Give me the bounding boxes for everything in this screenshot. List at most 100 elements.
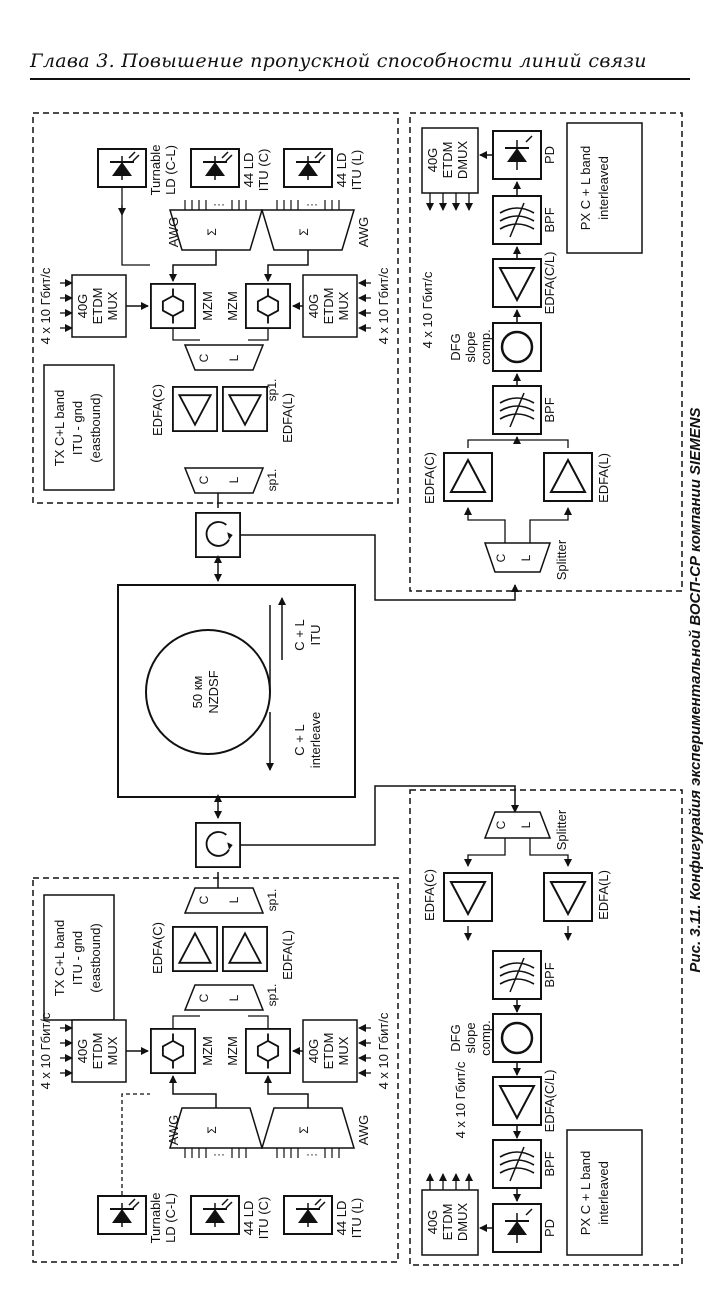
rx-top-edfa-l-icon bbox=[543, 451, 593, 503]
svg-text:ITU - gnd: ITU - gnd bbox=[70, 931, 85, 985]
svg-text:sp1.: sp1. bbox=[265, 984, 279, 1007]
svg-text:AWG: AWG bbox=[356, 1115, 371, 1146]
tx-bottom-sp1-2 bbox=[183, 984, 265, 1011]
tx-bottom-frame bbox=[32, 877, 399, 1263]
rx-bottom-bpf2-icon bbox=[492, 1139, 542, 1189]
rx-top-title-box bbox=[566, 122, 643, 254]
svg-text:PD: PD bbox=[542, 146, 557, 164]
svg-text:MZM: MZM bbox=[200, 291, 215, 321]
svg-text:Σ: Σ bbox=[205, 1126, 219, 1133]
svg-text:L: L bbox=[227, 994, 241, 1001]
svg-text:comp.: comp. bbox=[478, 329, 493, 364]
svg-text:sp1.: sp1. bbox=[265, 379, 279, 402]
svg-text:Σ: Σ bbox=[297, 228, 311, 235]
svg-text:ITU (L): ITU (L) bbox=[349, 150, 364, 190]
fiber-label-2: NZDSF bbox=[206, 670, 221, 713]
svg-text:4 x 10 Гбит/с: 4 x 10 Гбит/с bbox=[420, 271, 435, 348]
svg-text:···: ··· bbox=[306, 197, 318, 211]
svg-text:C: C bbox=[494, 553, 508, 562]
tx-bottom-ld-c-icon bbox=[190, 1195, 240, 1235]
tx-bottom-sp1-1 bbox=[183, 887, 265, 914]
svg-text:Σ: Σ bbox=[205, 228, 219, 235]
svg-text:MZM: MZM bbox=[225, 1036, 240, 1066]
tx-top-ld-l-icon bbox=[283, 148, 333, 188]
rx-bottom-edfa-cl-icon bbox=[492, 1076, 542, 1126]
svg-text:44 LD: 44 LD bbox=[334, 1201, 349, 1236]
tx-top-mzm-1-icon bbox=[150, 283, 196, 329]
svg-text:···: ··· bbox=[213, 1147, 225, 1161]
svg-text:Splitter: Splitter bbox=[554, 539, 569, 580]
svg-text:DFG: DFG bbox=[448, 333, 463, 360]
tx-bottom-title-box bbox=[43, 894, 115, 1021]
svg-text:EDFA(C/L): EDFA(C/L) bbox=[542, 1070, 557, 1133]
svg-text:EDFA(C): EDFA(C) bbox=[150, 384, 165, 436]
tx-top-title-2: ITU - gnd bbox=[70, 401, 85, 455]
svg-text:···: ··· bbox=[213, 197, 225, 211]
fiber-label-1: 50 км bbox=[190, 676, 205, 709]
rx-bottom-dfg-icon bbox=[492, 1013, 542, 1063]
rx-bottom-dmux bbox=[421, 1189, 479, 1256]
rx-top-edfa-cl-icon bbox=[492, 258, 542, 308]
tx-top-edfa-c-icon bbox=[172, 385, 218, 433]
tx-bottom-mzm-2-icon bbox=[245, 1028, 291, 1074]
tx-top-sp1-1 bbox=[183, 344, 265, 371]
svg-text:AWG: AWG bbox=[166, 1115, 181, 1146]
dir-bottom-2: interleave bbox=[308, 712, 323, 768]
chapter-title: Глава 3. Повышение пропускной способност… bbox=[30, 50, 647, 72]
tx-top-mux-2 bbox=[302, 274, 358, 338]
svg-text:ETDM: ETDM bbox=[90, 1033, 105, 1070]
svg-text:ITU (C): ITU (C) bbox=[256, 149, 271, 192]
svg-text:LD (C-L): LD (C-L) bbox=[163, 1193, 178, 1243]
tx-top-title-box bbox=[43, 364, 115, 491]
tx-bottom-mzm-1-icon bbox=[150, 1028, 196, 1074]
rx-bottom-frame bbox=[409, 789, 683, 1266]
svg-text:slope: slope bbox=[463, 1022, 478, 1053]
tx-top-rate-2: 4 x 10 Гбит/с bbox=[376, 267, 391, 344]
svg-text:LD (C-L): LD (C-L) bbox=[163, 145, 178, 195]
svg-text:MUX: MUX bbox=[105, 291, 120, 320]
svg-text:interleaved: interleaved bbox=[596, 1161, 611, 1225]
svg-text:L: L bbox=[227, 476, 241, 483]
tx-bottom-edfa-c-icon bbox=[172, 925, 218, 973]
rx-top-bpf2-icon bbox=[492, 385, 542, 435]
page-header: Глава 3. Повышение пропускной способност… bbox=[0, 0, 719, 80]
svg-text:AWG: AWG bbox=[166, 217, 181, 248]
tx-bottom-ld-tunable-icon bbox=[97, 1195, 147, 1235]
svg-text:4 x 10 Гбит/с: 4 x 10 Гбит/с bbox=[453, 1061, 468, 1138]
svg-text:Turnable: Turnable bbox=[148, 145, 163, 196]
svg-text:EDFA(C): EDFA(C) bbox=[150, 922, 165, 974]
svg-text:comp.: comp. bbox=[478, 1020, 493, 1055]
svg-text:ITU (C): ITU (C) bbox=[256, 1197, 271, 1240]
tx-top-mzm-2-icon bbox=[245, 283, 291, 329]
svg-text:C: C bbox=[494, 820, 508, 829]
svg-text:EDFA(L): EDFA(L) bbox=[596, 453, 611, 503]
svg-text:DMUX: DMUX bbox=[455, 1203, 470, 1242]
tx-bottom-ld-l-icon bbox=[283, 1195, 333, 1235]
svg-text:MZM: MZM bbox=[200, 1036, 215, 1066]
svg-text:4 x 10 Гбит/с: 4 x 10 Гбит/с bbox=[376, 1012, 391, 1089]
svg-text:40G: 40G bbox=[306, 294, 321, 319]
rx-bottom-title-box bbox=[566, 1129, 643, 1256]
svg-text:ETDM: ETDM bbox=[321, 1033, 336, 1070]
svg-text:AWG: AWG bbox=[356, 217, 371, 248]
tx-top-sp1-2 bbox=[183, 467, 265, 494]
figure-caption: Рис. 3.11. Конфигурайия экспериментально… bbox=[687, 407, 704, 972]
svg-text:interleaved: interleaved bbox=[596, 156, 611, 220]
svg-text:EDFA(L): EDFA(L) bbox=[280, 393, 295, 443]
svg-text:C: C bbox=[197, 993, 211, 1002]
tx-top-ld-tunable-icon bbox=[97, 148, 147, 188]
rx-top-frame bbox=[409, 112, 683, 592]
svg-text:sp1.: sp1. bbox=[265, 889, 279, 912]
rx-top-dmux bbox=[421, 127, 479, 194]
svg-text:MUX: MUX bbox=[105, 1036, 120, 1065]
tx-top-mux-1 bbox=[71, 274, 127, 338]
svg-text:40G: 40G bbox=[75, 294, 90, 319]
svg-text:ITU (L): ITU (L) bbox=[349, 1198, 364, 1238]
svg-text:ETDM: ETDM bbox=[440, 142, 455, 179]
svg-text:ETDM: ETDM bbox=[321, 288, 336, 325]
rx-top-bpf-icon bbox=[492, 195, 542, 245]
svg-text:PD: PD bbox=[542, 1219, 557, 1237]
svg-text:Turnable: Turnable bbox=[148, 1193, 163, 1244]
tx-bottom-edfa-l-icon bbox=[222, 925, 268, 973]
